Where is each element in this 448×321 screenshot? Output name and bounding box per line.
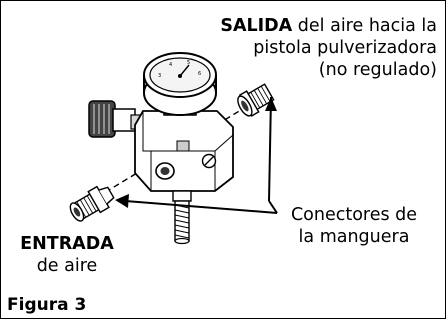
regulator-body [134, 110, 234, 192]
gauge-mark: 4 [169, 62, 172, 68]
pressure-gauge: 3 4 5 6 [143, 52, 217, 116]
hose-connectors-line1: Conectores de [290, 205, 418, 225]
hose-connectors-line2: la manguera [298, 227, 410, 247]
callout-arrows [115, 96, 278, 214]
arrow-to-inlet [124, 200, 278, 214]
gauge-mark: 6 [198, 71, 201, 77]
body-screw [201, 153, 217, 169]
inlet-label-line2: de aire [36, 256, 98, 276]
gauge-needle [179, 64, 190, 77]
bottom-threaded-stem [172, 190, 192, 245]
inlet-label: ENTRADA de aire [5, 233, 129, 277]
outlet-label-bold: SALIDA [220, 16, 293, 36]
inlet-label-line1: ENTRADA [20, 234, 114, 254]
inlet-hose-connector [69, 185, 115, 222]
outlet-label: SALIDA del aire hacia la pistola pulveri… [137, 15, 437, 81]
arrow-to-outlet [268, 96, 272, 202]
outlet-label-line2: pistola pulverizadora [253, 38, 437, 58]
outlet-hose-connector [237, 83, 275, 117]
outlet-label-line3: (no regulado) [318, 60, 437, 80]
gauge-mark: 3 [158, 73, 161, 79]
outlet-label-line1: del aire hacia la [292, 16, 437, 36]
figure-caption: Figura 3 [7, 295, 87, 315]
hose-connectors-label: Conectores de la manguera [264, 204, 444, 248]
gauge-mark: 5 [187, 60, 190, 66]
body-port [155, 162, 175, 180]
